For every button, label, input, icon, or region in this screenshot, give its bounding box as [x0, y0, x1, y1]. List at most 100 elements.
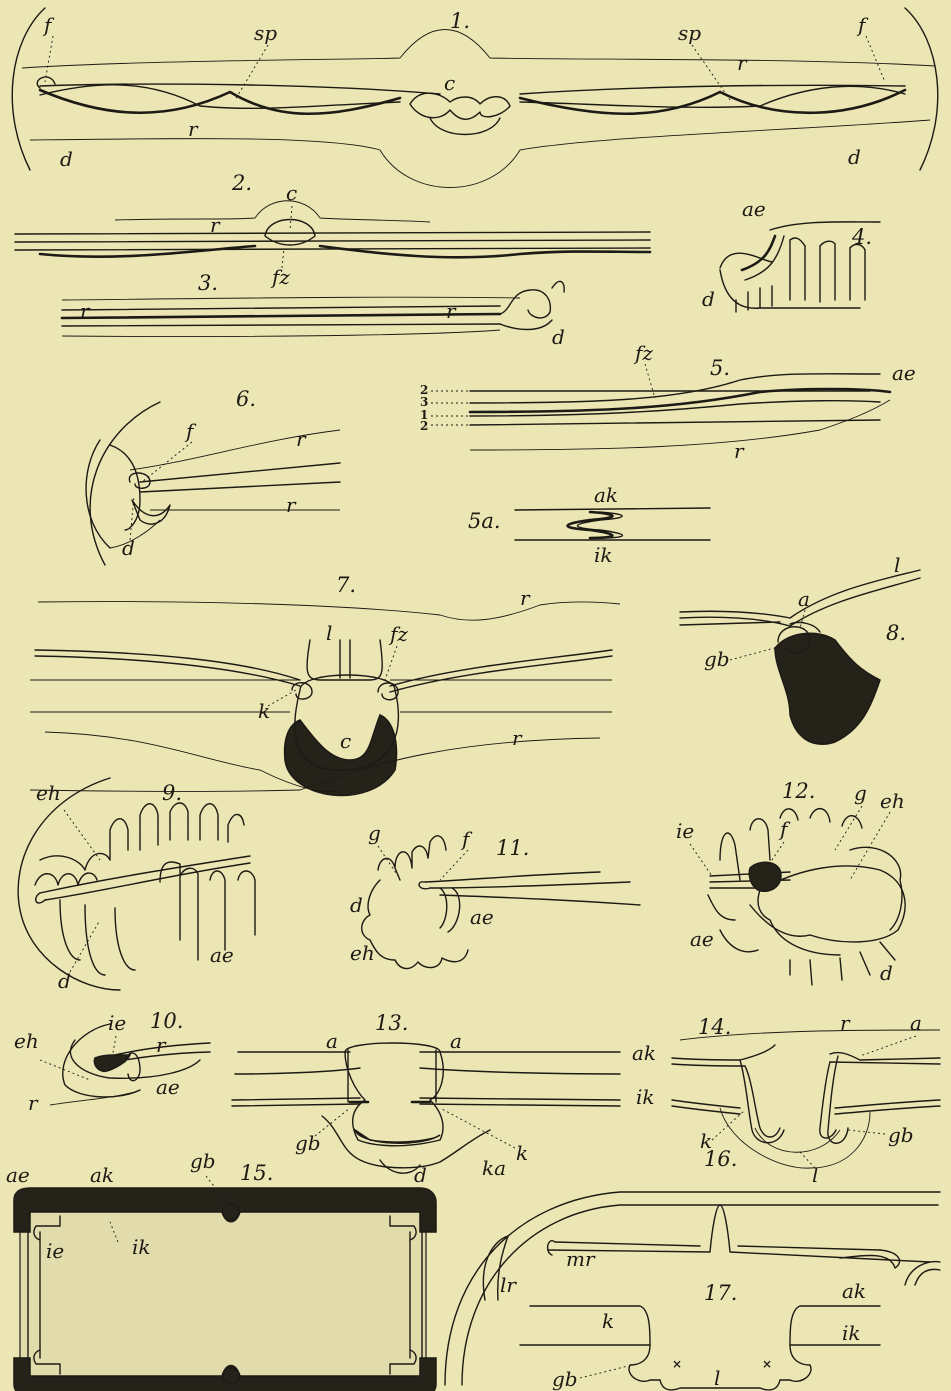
- figure-4-number: 4.: [851, 225, 872, 249]
- figure-label: a: [910, 1011, 922, 1035]
- figure-label: ae: [470, 905, 494, 929]
- figure-label: gb: [704, 647, 730, 671]
- figure-label: c: [286, 181, 297, 205]
- figure-11: 11. g f d ae eh: [350, 821, 640, 969]
- figure-5a: 5a. ak ik: [468, 483, 710, 567]
- figure-label: gb: [190, 1149, 216, 1173]
- figure-11-number: 11.: [496, 836, 529, 860]
- figure-label: ae: [690, 927, 714, 951]
- figure-14: 14. r a ak ik k gb l: [632, 1011, 940, 1187]
- figure-label: ak: [842, 1279, 866, 1303]
- figure-label: f: [778, 817, 791, 841]
- figure-label: sp: [678, 21, 701, 45]
- figure-5-number: 5.: [710, 356, 730, 380]
- figure-9-number: 9.: [162, 781, 182, 805]
- figure-label: a: [798, 587, 810, 611]
- figure-label: mr: [566, 1247, 596, 1271]
- figure-7-number: 7.: [336, 573, 356, 597]
- figure-7: 7. r l fz k c r: [30, 573, 620, 795]
- figure-label: eh: [14, 1029, 39, 1053]
- figure-label: a: [326, 1029, 338, 1053]
- figure-label: ie: [46, 1239, 64, 1263]
- figure-3: 3. r r d: [62, 271, 565, 349]
- figure-label: d: [122, 536, 135, 560]
- figure-label: ik: [594, 543, 613, 567]
- figure-label: ×: [672, 1357, 682, 1371]
- figure-label: d: [848, 145, 861, 169]
- figure-label: 3: [420, 395, 428, 409]
- figure-label: g: [368, 821, 381, 845]
- figure-10: 10. ie r eh ae r: [14, 1009, 210, 1115]
- figure-label: f: [856, 13, 869, 37]
- figure-label: c: [340, 729, 351, 753]
- figure-label: ae: [742, 197, 766, 221]
- figure-label: g: [854, 781, 867, 805]
- figure-label: gb: [888, 1123, 914, 1147]
- figure-1-number: 1.: [450, 9, 470, 33]
- figure-13: 13. a a gb k: [232, 1011, 620, 1173]
- figure-label: f: [42, 13, 55, 37]
- figure-label: fz: [388, 622, 408, 646]
- figure-label: r: [737, 51, 748, 75]
- figure-label: r: [156, 1033, 167, 1057]
- figure-label: ik: [842, 1321, 861, 1345]
- figure-label: ka: [482, 1156, 506, 1180]
- figure-2-number: 2.: [231, 171, 252, 195]
- figure-label: r: [28, 1091, 39, 1115]
- figure-5: 5. fz ae r 2 3 1 2: [420, 341, 916, 463]
- figure-label: eh: [880, 789, 905, 813]
- figure-label: ie: [108, 1011, 126, 1035]
- figure-6-number: 6.: [236, 387, 256, 411]
- figure-label: r: [80, 299, 91, 323]
- figure-label: ak: [594, 483, 618, 507]
- figure-label: ×: [762, 1357, 772, 1371]
- figure-label: d: [58, 969, 71, 993]
- figure-label: lr: [500, 1273, 517, 1297]
- figure-label: ak: [90, 1163, 114, 1187]
- figure-13-number: 13.: [375, 1011, 408, 1035]
- figure-label: r: [188, 117, 199, 141]
- figure-16: 16. ka lr mr: [445, 1147, 940, 1385]
- figure-3-number: 3.: [198, 271, 218, 295]
- figure-label: l: [326, 621, 332, 645]
- figure-16-number: 16.: [704, 1147, 737, 1171]
- figure-10-number: 10.: [150, 1009, 183, 1033]
- figure-label: a: [450, 1029, 462, 1053]
- figure-label: l: [812, 1163, 818, 1187]
- figure-label: c: [444, 71, 455, 95]
- figure-label: r: [296, 427, 307, 451]
- figure-label: k: [516, 1141, 528, 1165]
- figure-9: 9. eh d ae: [18, 778, 255, 993]
- figure-17: 17. k ak ik gb × × l: [520, 1279, 880, 1391]
- figure-label: ik: [636, 1085, 655, 1109]
- figure-12-number: 12.: [782, 779, 815, 803]
- figure-17-number: 17.: [704, 1281, 737, 1305]
- figure-14-number: 14.: [698, 1015, 731, 1039]
- figure-label: ae: [892, 361, 916, 385]
- figure-1: 1. f sp c sp f r d r d: [12, 8, 938, 188]
- figure-label: d: [414, 1163, 427, 1187]
- figure-label: l: [714, 1366, 720, 1390]
- figure-label: r: [446, 299, 457, 323]
- figure-label: f: [184, 419, 197, 443]
- figure-label: r: [520, 586, 531, 610]
- figure-label: l: [894, 553, 900, 577]
- figure-label: gb: [552, 1367, 578, 1391]
- figure-label: ae: [6, 1163, 30, 1187]
- figure-label: gb: [295, 1131, 321, 1155]
- figure-12: 12. g f eh ie ae d: [676, 779, 905, 985]
- figure-label: fz: [633, 341, 653, 365]
- figure-6: 6. f r r d: [86, 387, 340, 565]
- figure-15: 15. ae ak gb d ie ik: [6, 1149, 436, 1391]
- figure-2: 2. c r fz: [15, 171, 650, 289]
- figure-5a-number: 5a.: [468, 509, 501, 533]
- figure-label: d: [60, 147, 73, 171]
- figure-4: 4. ae d: [702, 197, 880, 312]
- figure-label: d: [702, 287, 715, 311]
- figure-label: d: [552, 325, 565, 349]
- figure-label: eh: [350, 941, 375, 965]
- figure-label: d: [350, 893, 363, 917]
- figure-label: r: [840, 1011, 851, 1035]
- figure-label: ae: [156, 1075, 180, 1099]
